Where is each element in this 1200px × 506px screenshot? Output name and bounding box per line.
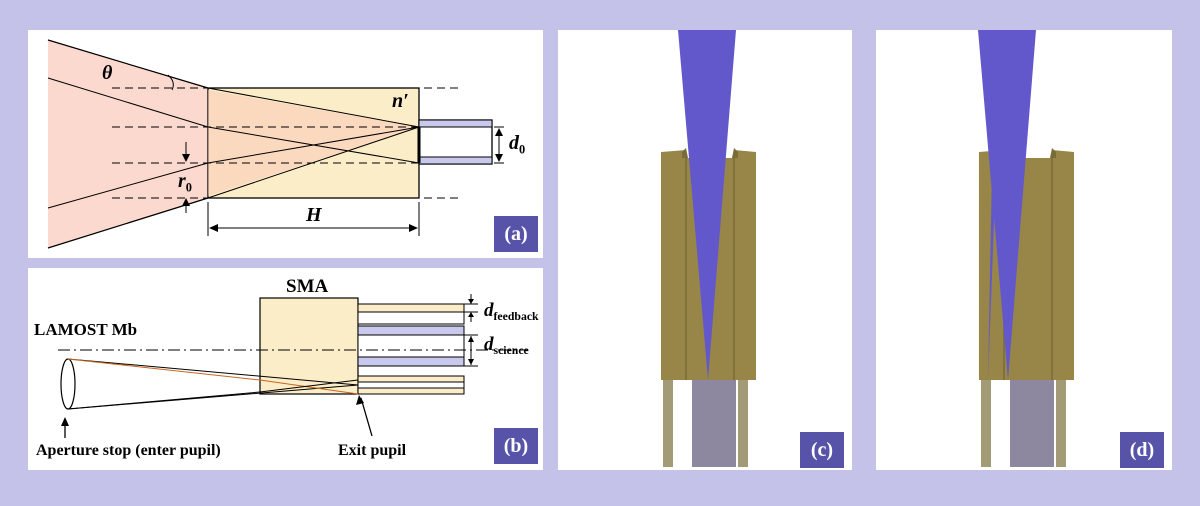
- fiber-core: [692, 380, 736, 467]
- r0-label: r0: [178, 170, 192, 195]
- panel-d-badge: (d): [1120, 432, 1164, 468]
- panel-a-drawing: [47, 39, 504, 249]
- aperture-stop-label: Aperture stop (enter pupil): [36, 442, 221, 459]
- panel-b-drawing: [58, 294, 528, 438]
- d-science-label: dscience: [484, 334, 529, 358]
- converging-cone: [208, 90, 419, 196]
- d0-label: d0: [509, 132, 526, 157]
- panel-a: θ n′ r0 d0 H (a): [28, 30, 543, 258]
- left-leg: [663, 380, 673, 467]
- panel-b: SMA LAMOST Mb dfeedback dscience Apertur…: [28, 268, 543, 470]
- panel-d: (d): [876, 30, 1172, 470]
- panel-d-drawing: [978, 30, 1074, 467]
- exit-pupil-label: Exit pupil: [338, 442, 407, 459]
- light-beam: [978, 30, 1036, 380]
- sma-body: [259, 297, 359, 395]
- right-leg: [1056, 380, 1066, 467]
- panel-a-badge: (a): [494, 216, 538, 252]
- theta-label: θ: [102, 62, 113, 84]
- light-beam: [678, 30, 736, 380]
- panel-c: (c): [558, 30, 852, 470]
- right-leg: [738, 380, 748, 467]
- height-label: H: [306, 204, 322, 226]
- lamost-label: LAMOST Mb: [34, 320, 138, 339]
- aperture-stop: [60, 358, 76, 410]
- panel-c-drawing: [661, 30, 756, 467]
- sma-label: SMA: [286, 276, 329, 297]
- left-leg: [981, 380, 991, 467]
- fiber-core: [1010, 380, 1054, 467]
- panel-c-badge: (c): [800, 432, 844, 468]
- reflected-beam: [988, 170, 996, 380]
- light-cone: [48, 40, 208, 248]
- panel-b-badge: (b): [494, 428, 538, 464]
- d-feedback-label: dfeedback: [484, 300, 539, 324]
- refractive-index-label: n′: [392, 90, 409, 112]
